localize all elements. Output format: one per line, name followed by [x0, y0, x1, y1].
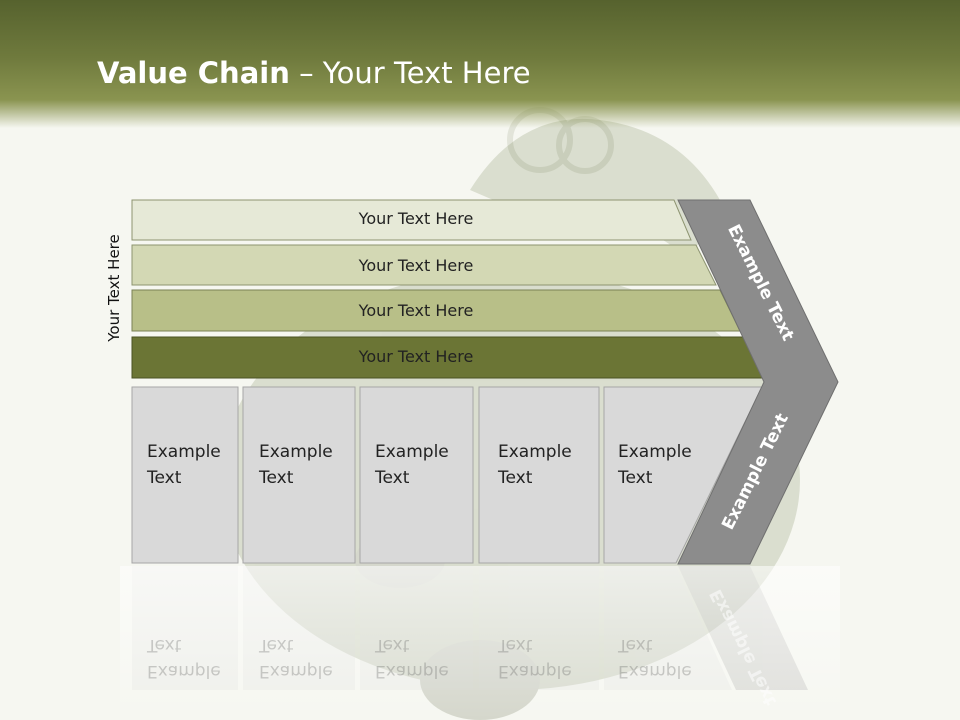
slide-title: Value Chain – Your Text Here: [97, 54, 531, 92]
cell-5-line1: Example: [618, 442, 692, 462]
cell-3-line1: Example: [375, 442, 449, 462]
cell-4-refl-line2: Text: [498, 635, 533, 655]
primary-cell-4: [478, 386, 600, 564]
primary-cell-4-reflection: Example Text: [498, 632, 572, 684]
support-bar-4-label: Your Text Here: [358, 347, 474, 366]
cell-4-line2: Text: [498, 468, 533, 488]
support-bar-2-label: Your Text Here: [358, 256, 474, 275]
title-bold: Value Chain: [97, 56, 290, 90]
primary-cell-3: [359, 386, 474, 564]
cell-3-refl-line2: Text: [375, 635, 410, 655]
cell-1-refl-line2: Text: [147, 635, 182, 655]
cell-4-line1: Example: [498, 442, 572, 462]
support-bar-2: [131, 244, 717, 286]
primary-cell-2-reflection: Example Text: [259, 632, 333, 684]
cell-5-refl-line1: Example: [618, 661, 692, 681]
cell-4-refl-line1: Example: [498, 661, 572, 681]
title-rest: – Your Text Here: [289, 56, 531, 90]
cell-2-refl-line2: Text: [259, 635, 294, 655]
cell-5-refl-line2: Text: [618, 635, 653, 655]
margin-chevron: [677, 199, 839, 565]
support-bar-3-label: Your Text Here: [358, 301, 474, 320]
cell-2-line1: Example: [259, 442, 333, 462]
primary-cell-3-reflection: Example Text: [375, 632, 449, 684]
primary-cell-5: [603, 386, 763, 564]
cell-2-refl-line1: Example: [259, 661, 333, 681]
cell-1-line1: Example: [147, 442, 221, 462]
cell-3-line2: Text: [375, 468, 410, 488]
primary-cell-5-reflection: Example Text: [618, 632, 692, 684]
primary-cell-2: [242, 386, 356, 564]
cell-1-line2: Text: [147, 468, 182, 488]
support-bar-1-label: Your Text Here: [358, 209, 474, 228]
cell-1-refl-line1: Example: [147, 661, 221, 681]
primary-cell-1-reflection: Example Text: [147, 632, 221, 684]
cell-5-line2: Text: [618, 468, 653, 488]
support-bar-1: [131, 199, 692, 241]
cell-2-line2: Text: [259, 468, 294, 488]
header-band: [0, 0, 960, 128]
primary-cell-1: [131, 386, 239, 564]
cell-3-refl-line1: Example: [375, 661, 449, 681]
